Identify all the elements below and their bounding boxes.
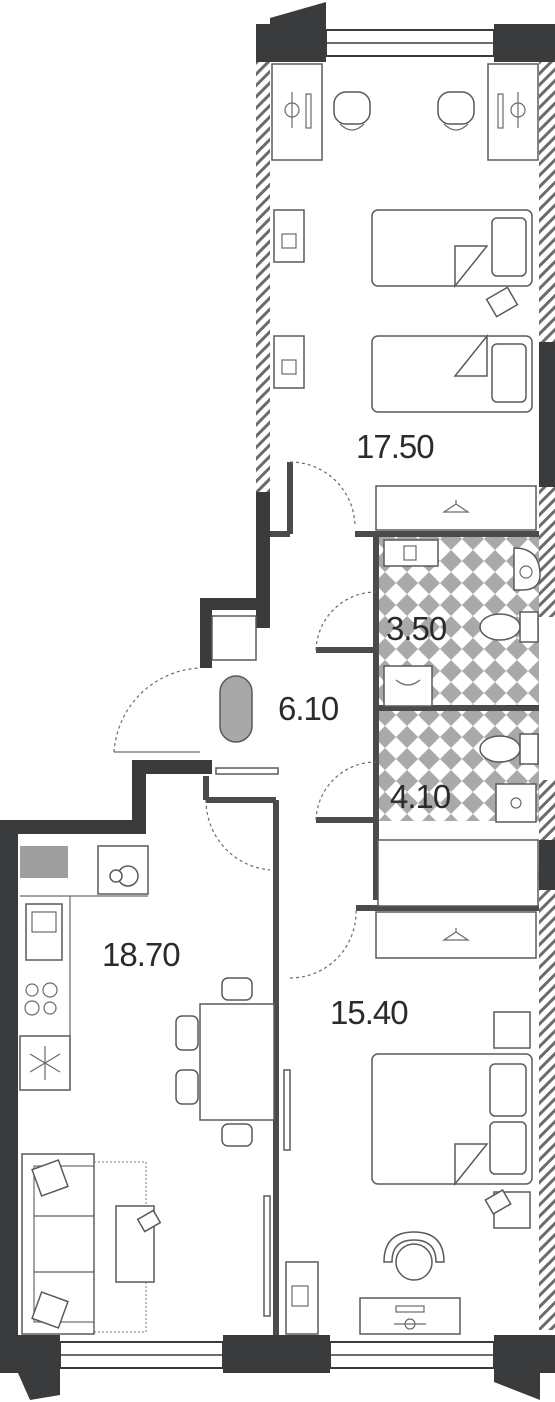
chair-icon xyxy=(437,91,475,131)
bedroom-bottom-furniture xyxy=(283,911,537,1335)
area-labels: 17.50 3.50 6.10 4.10 18.70 15.40 xyxy=(102,428,452,1031)
fridge-icon xyxy=(19,1035,71,1091)
hanger-icon xyxy=(442,500,470,513)
doors xyxy=(113,461,377,979)
stove-icon xyxy=(24,982,58,1016)
area-bathroom-1: 3.50 xyxy=(386,610,447,647)
kitchen-living-furniture xyxy=(19,845,275,1335)
sink-icon xyxy=(495,783,537,823)
toilet-icon xyxy=(479,611,539,643)
hallway-fixtures xyxy=(211,615,279,775)
area-hallway: 6.10 xyxy=(278,690,339,727)
nightstand xyxy=(273,335,305,389)
area-kitchen-living: 18.70 xyxy=(102,936,180,973)
hanger-icon xyxy=(442,928,470,941)
lamp-icon xyxy=(510,92,526,128)
bedroom-top-furniture xyxy=(271,63,539,531)
chair-icon xyxy=(333,91,371,131)
bathroom-2-fixtures xyxy=(377,733,539,907)
bathroom-1-fixtures xyxy=(383,539,541,707)
bed-icon xyxy=(371,333,533,413)
desk-icon xyxy=(359,1297,461,1335)
bed-icon xyxy=(371,1053,533,1187)
dining-table xyxy=(175,977,275,1147)
chair-icon xyxy=(383,1231,445,1281)
toilet-icon xyxy=(479,733,539,765)
bed-icon xyxy=(371,209,533,289)
desk-left xyxy=(271,63,323,161)
washer-icon xyxy=(383,665,433,707)
sink-icon xyxy=(513,547,541,591)
wardrobe xyxy=(375,485,537,531)
area-bathroom-2: 4.10 xyxy=(390,778,451,815)
wardrobe xyxy=(375,911,537,959)
area-bedroom-bottom: 15.40 xyxy=(330,994,408,1031)
area-bedroom-top: 17.50 xyxy=(356,428,434,465)
lamp-icon xyxy=(284,92,300,128)
rug xyxy=(219,675,253,743)
nightstand xyxy=(273,209,305,263)
sofa-icon xyxy=(21,1153,95,1335)
sink-icon xyxy=(25,903,63,961)
desk-right xyxy=(487,63,539,161)
